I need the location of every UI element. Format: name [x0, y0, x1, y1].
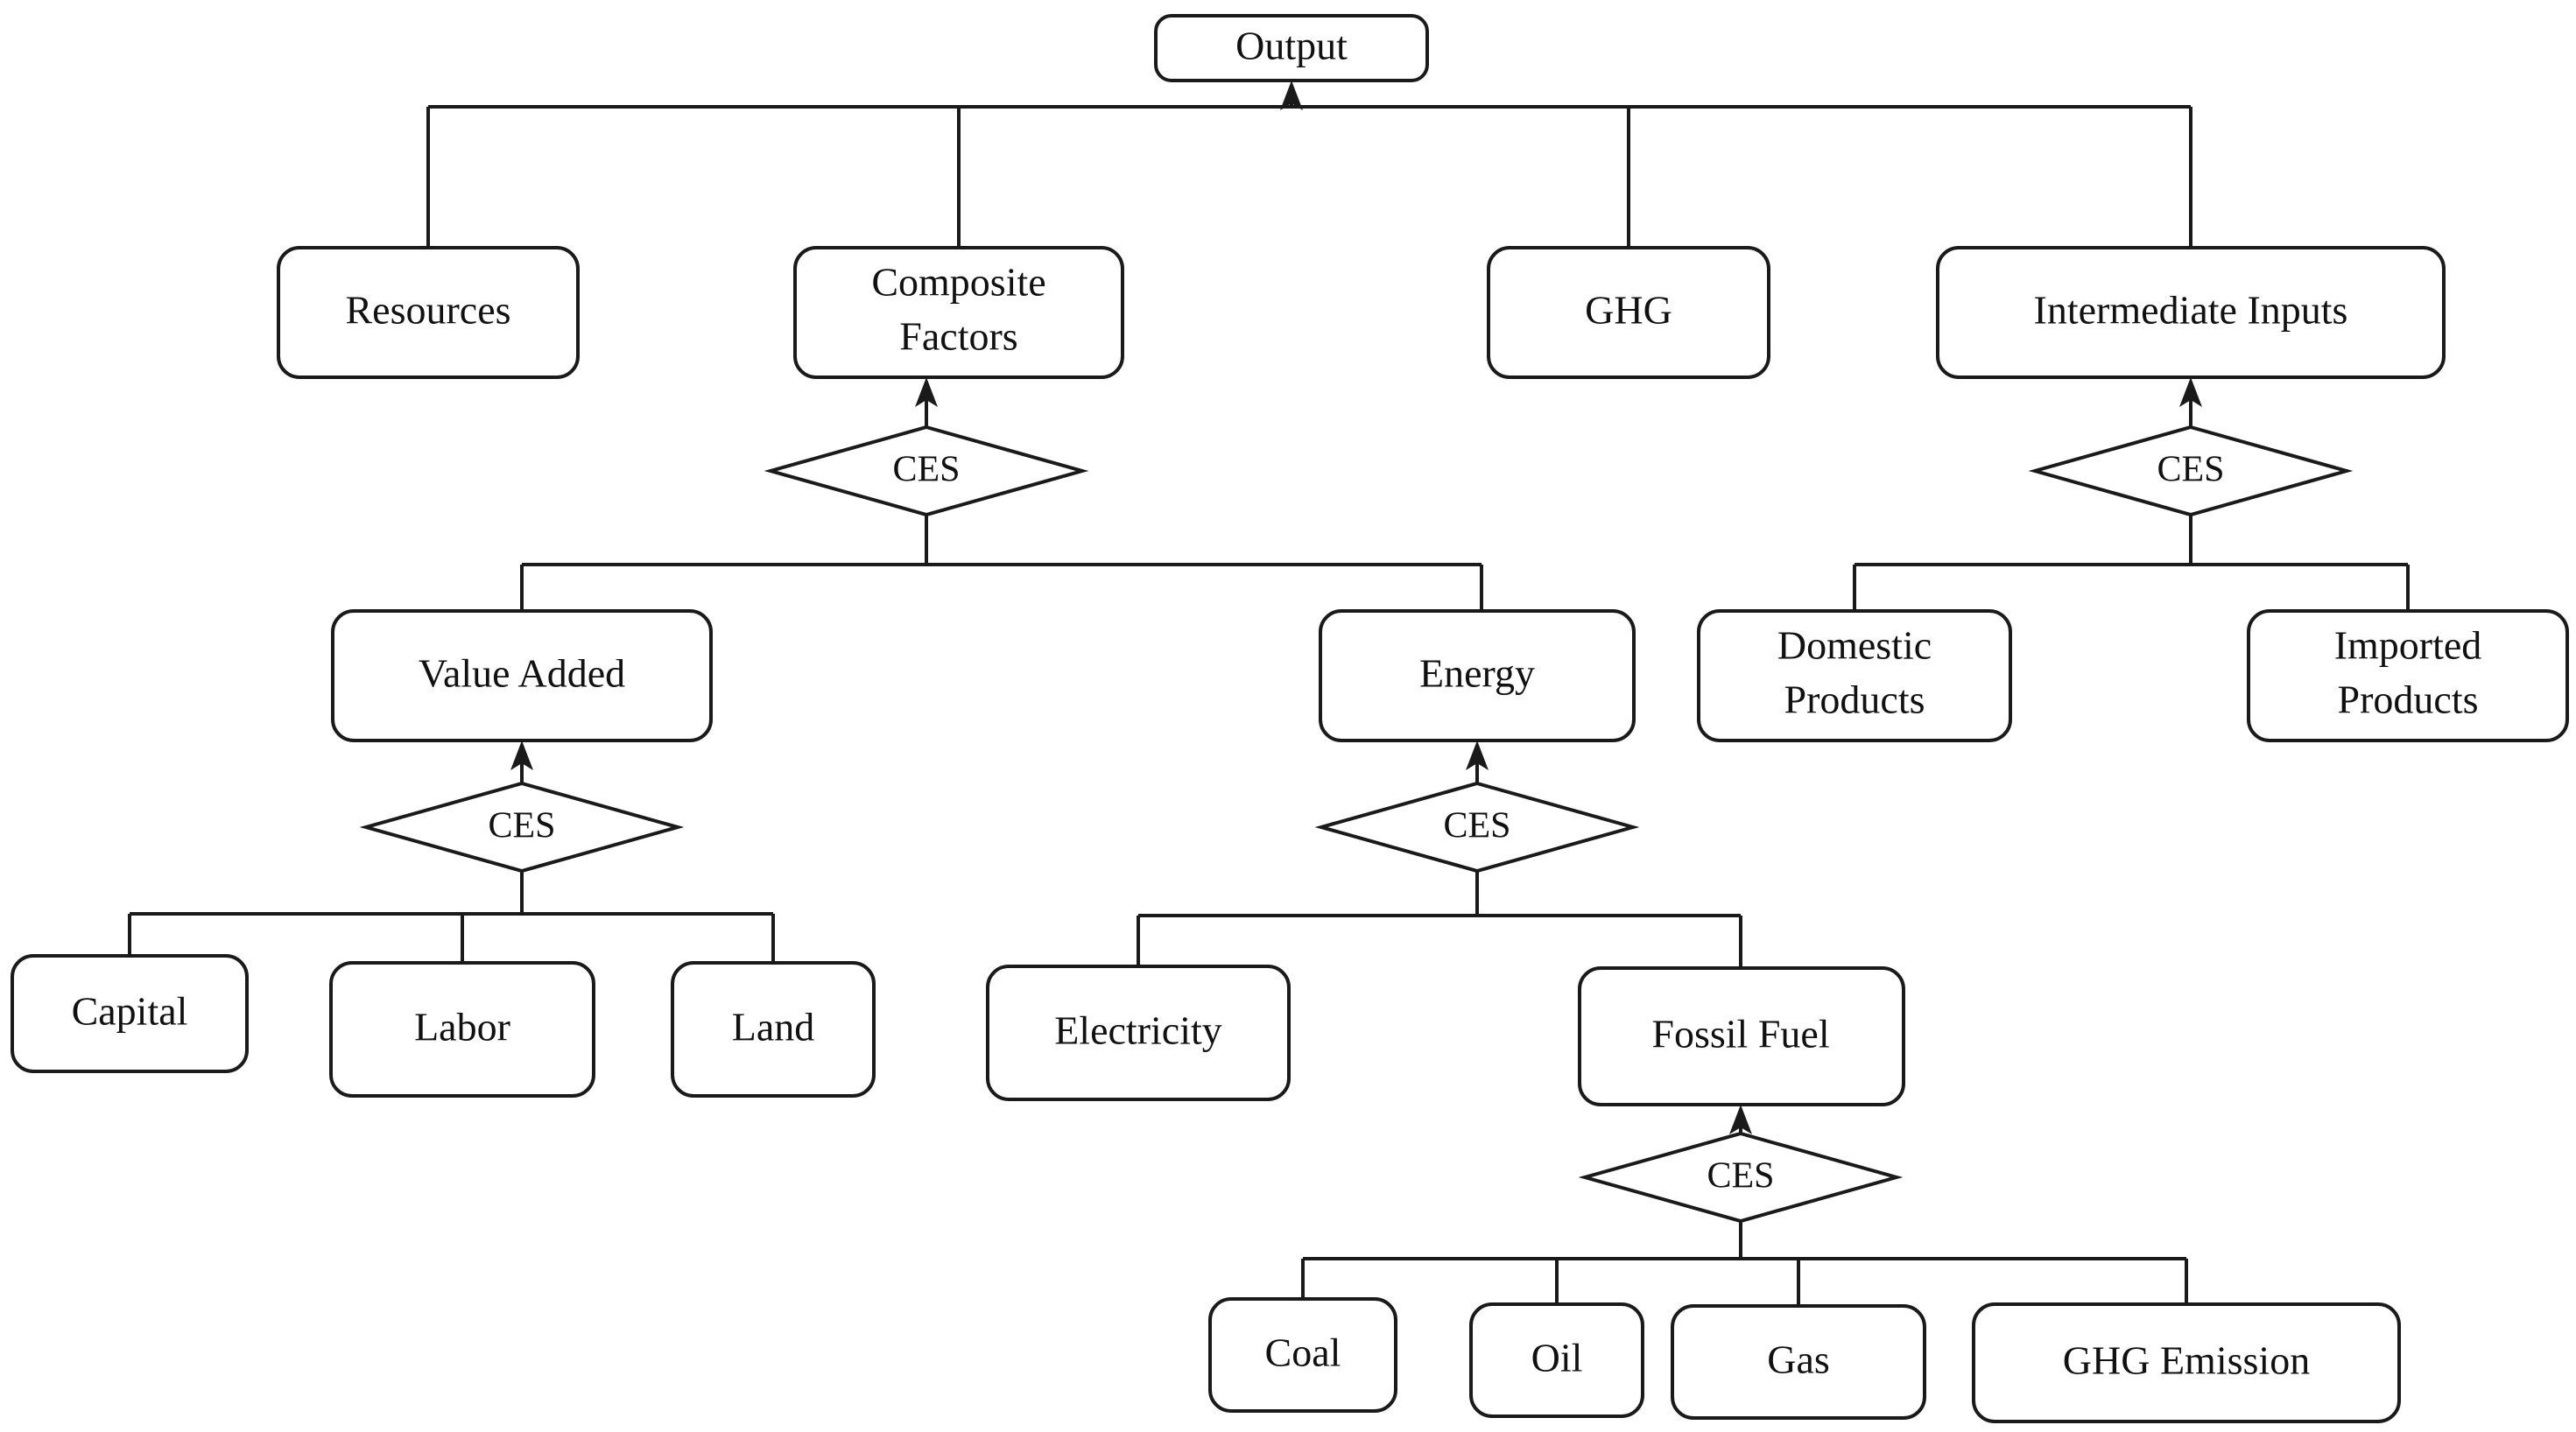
edge-group-composite-factors — [520, 377, 1483, 611]
node-energy-label: Energy — [1419, 651, 1535, 696]
node-output-box[interactable] — [1154, 14, 1429, 82]
node-land[interactable]: Land — [671, 961, 876, 1098]
node-land-label: Land — [732, 1005, 815, 1049]
node-labor-label: Labor — [414, 1005, 510, 1049]
ces-energy-label: CES — [1443, 806, 1510, 846]
node-electricity[interactable]: Electricity — [986, 965, 1291, 1101]
node-imported-products-label-line1: Imported — [2334, 623, 2482, 668]
node-resources[interactable]: Resources — [277, 246, 580, 379]
ces-intermediate-inputs-diamond[interactable] — [2028, 425, 2354, 517]
node-capital-box[interactable] — [11, 954, 249, 1073]
node-ghg-box[interactable] — [1487, 246, 1770, 379]
ces-fossil-fuel-label: CES — [1707, 1156, 1774, 1197]
node-fossil-fuel-box[interactable] — [1578, 966, 1905, 1106]
node-labor[interactable]: Labor — [329, 961, 595, 1098]
node-ghg[interactable]: GHG — [1487, 246, 1770, 379]
ces-energy-diamond[interactable] — [1314, 781, 1640, 874]
node-imported-products[interactable]: Imported Products — [2247, 609, 2569, 742]
node-gas-label: Gas — [1767, 1337, 1830, 1382]
node-domestic-products-label-line1: Domestic — [1777, 623, 1932, 668]
edge-group-output — [426, 81, 2192, 248]
edge-group-value-added — [128, 741, 775, 963]
node-ghg-label: GHG — [1585, 288, 1672, 333]
edge-group-energy — [1137, 741, 1742, 968]
node-intermediate-inputs-label: Intermediate Inputs — [2034, 288, 2348, 333]
node-domestic-products[interactable]: Domestic Products — [1697, 609, 2012, 742]
ces-fossil-fuel-diamond[interactable] — [1578, 1131, 1904, 1224]
node-resources-box[interactable] — [277, 246, 580, 379]
node-coal[interactable]: Coal — [1208, 1297, 1397, 1413]
edge-group-fossil-fuel — [1301, 1105, 2188, 1306]
ces-composite-factors-diamond[interactable] — [764, 425, 1089, 517]
node-capital-label: Capital — [72, 989, 188, 1034]
node-output[interactable]: Output — [1154, 14, 1429, 82]
node-capital[interactable]: Capital — [11, 954, 249, 1073]
node-value-added-label: Value Added — [419, 651, 625, 696]
node-resources-label: Resources — [345, 288, 510, 333]
node-domestic-products-label-line2: Products — [1784, 677, 1925, 722]
node-imported-products-box[interactable] — [2247, 609, 2569, 742]
node-labor-box[interactable] — [329, 961, 595, 1098]
node-ghg-emission[interactable]: GHG Emission — [1972, 1302, 2401, 1423]
ces-composite-factors-label: CES — [892, 450, 960, 490]
node-oil-box[interactable] — [1469, 1302, 1644, 1418]
node-composite-factors[interactable]: Composite Factors — [793, 246, 1124, 379]
node-intermediate-inputs[interactable]: Intermediate Inputs — [1936, 246, 2446, 379]
node-domestic-products-box[interactable] — [1697, 609, 2012, 742]
node-coal-box[interactable] — [1208, 1297, 1397, 1413]
ces-value-added-diamond[interactable] — [359, 781, 685, 874]
edge-group-intermediate-inputs — [1853, 377, 2410, 611]
ces-node-energy[interactable]: CES — [1314, 781, 1640, 874]
node-imported-products-label-line2: Products — [2338, 677, 2479, 722]
node-composite-factors-label-line1: Composite — [871, 260, 1045, 305]
node-gas-box[interactable] — [1671, 1304, 1926, 1420]
node-electricity-box[interactable] — [986, 965, 1291, 1101]
node-ghg-emission-box[interactable] — [1972, 1302, 2401, 1423]
node-output-label: Output — [1235, 24, 1348, 68]
node-land-box[interactable] — [671, 961, 876, 1098]
node-coal-label: Coal — [1265, 1330, 1341, 1375]
node-gas[interactable]: Gas — [1671, 1304, 1926, 1420]
ces-node-value-added[interactable]: CES — [359, 781, 685, 874]
ces-intermediate-inputs-label: CES — [2157, 450, 2224, 490]
ces-node-fossil-fuel[interactable]: CES — [1578, 1131, 1904, 1224]
node-fossil-fuel[interactable]: Fossil Fuel — [1578, 966, 1905, 1106]
ces-value-added-label: CES — [488, 806, 555, 846]
node-energy[interactable]: Energy — [1319, 609, 1636, 742]
node-oil[interactable]: Oil — [1469, 1302, 1644, 1418]
node-value-added[interactable]: Value Added — [331, 609, 713, 742]
node-oil-label: Oil — [1531, 1336, 1583, 1380]
node-electricity-label: Electricity — [1054, 1008, 1222, 1053]
node-ghg-emission-label: GHG Emission — [2063, 1338, 2310, 1383]
node-composite-factors-label-line2: Factors — [899, 314, 1017, 359]
node-fossil-fuel-label: Fossil Fuel — [1651, 1012, 1829, 1056]
ces-node-composite-factors[interactable]: CES — [764, 425, 1089, 517]
node-composite-factors-box[interactable] — [793, 246, 1124, 379]
ces-node-intermediate-inputs[interactable]: CES — [2028, 425, 2354, 517]
